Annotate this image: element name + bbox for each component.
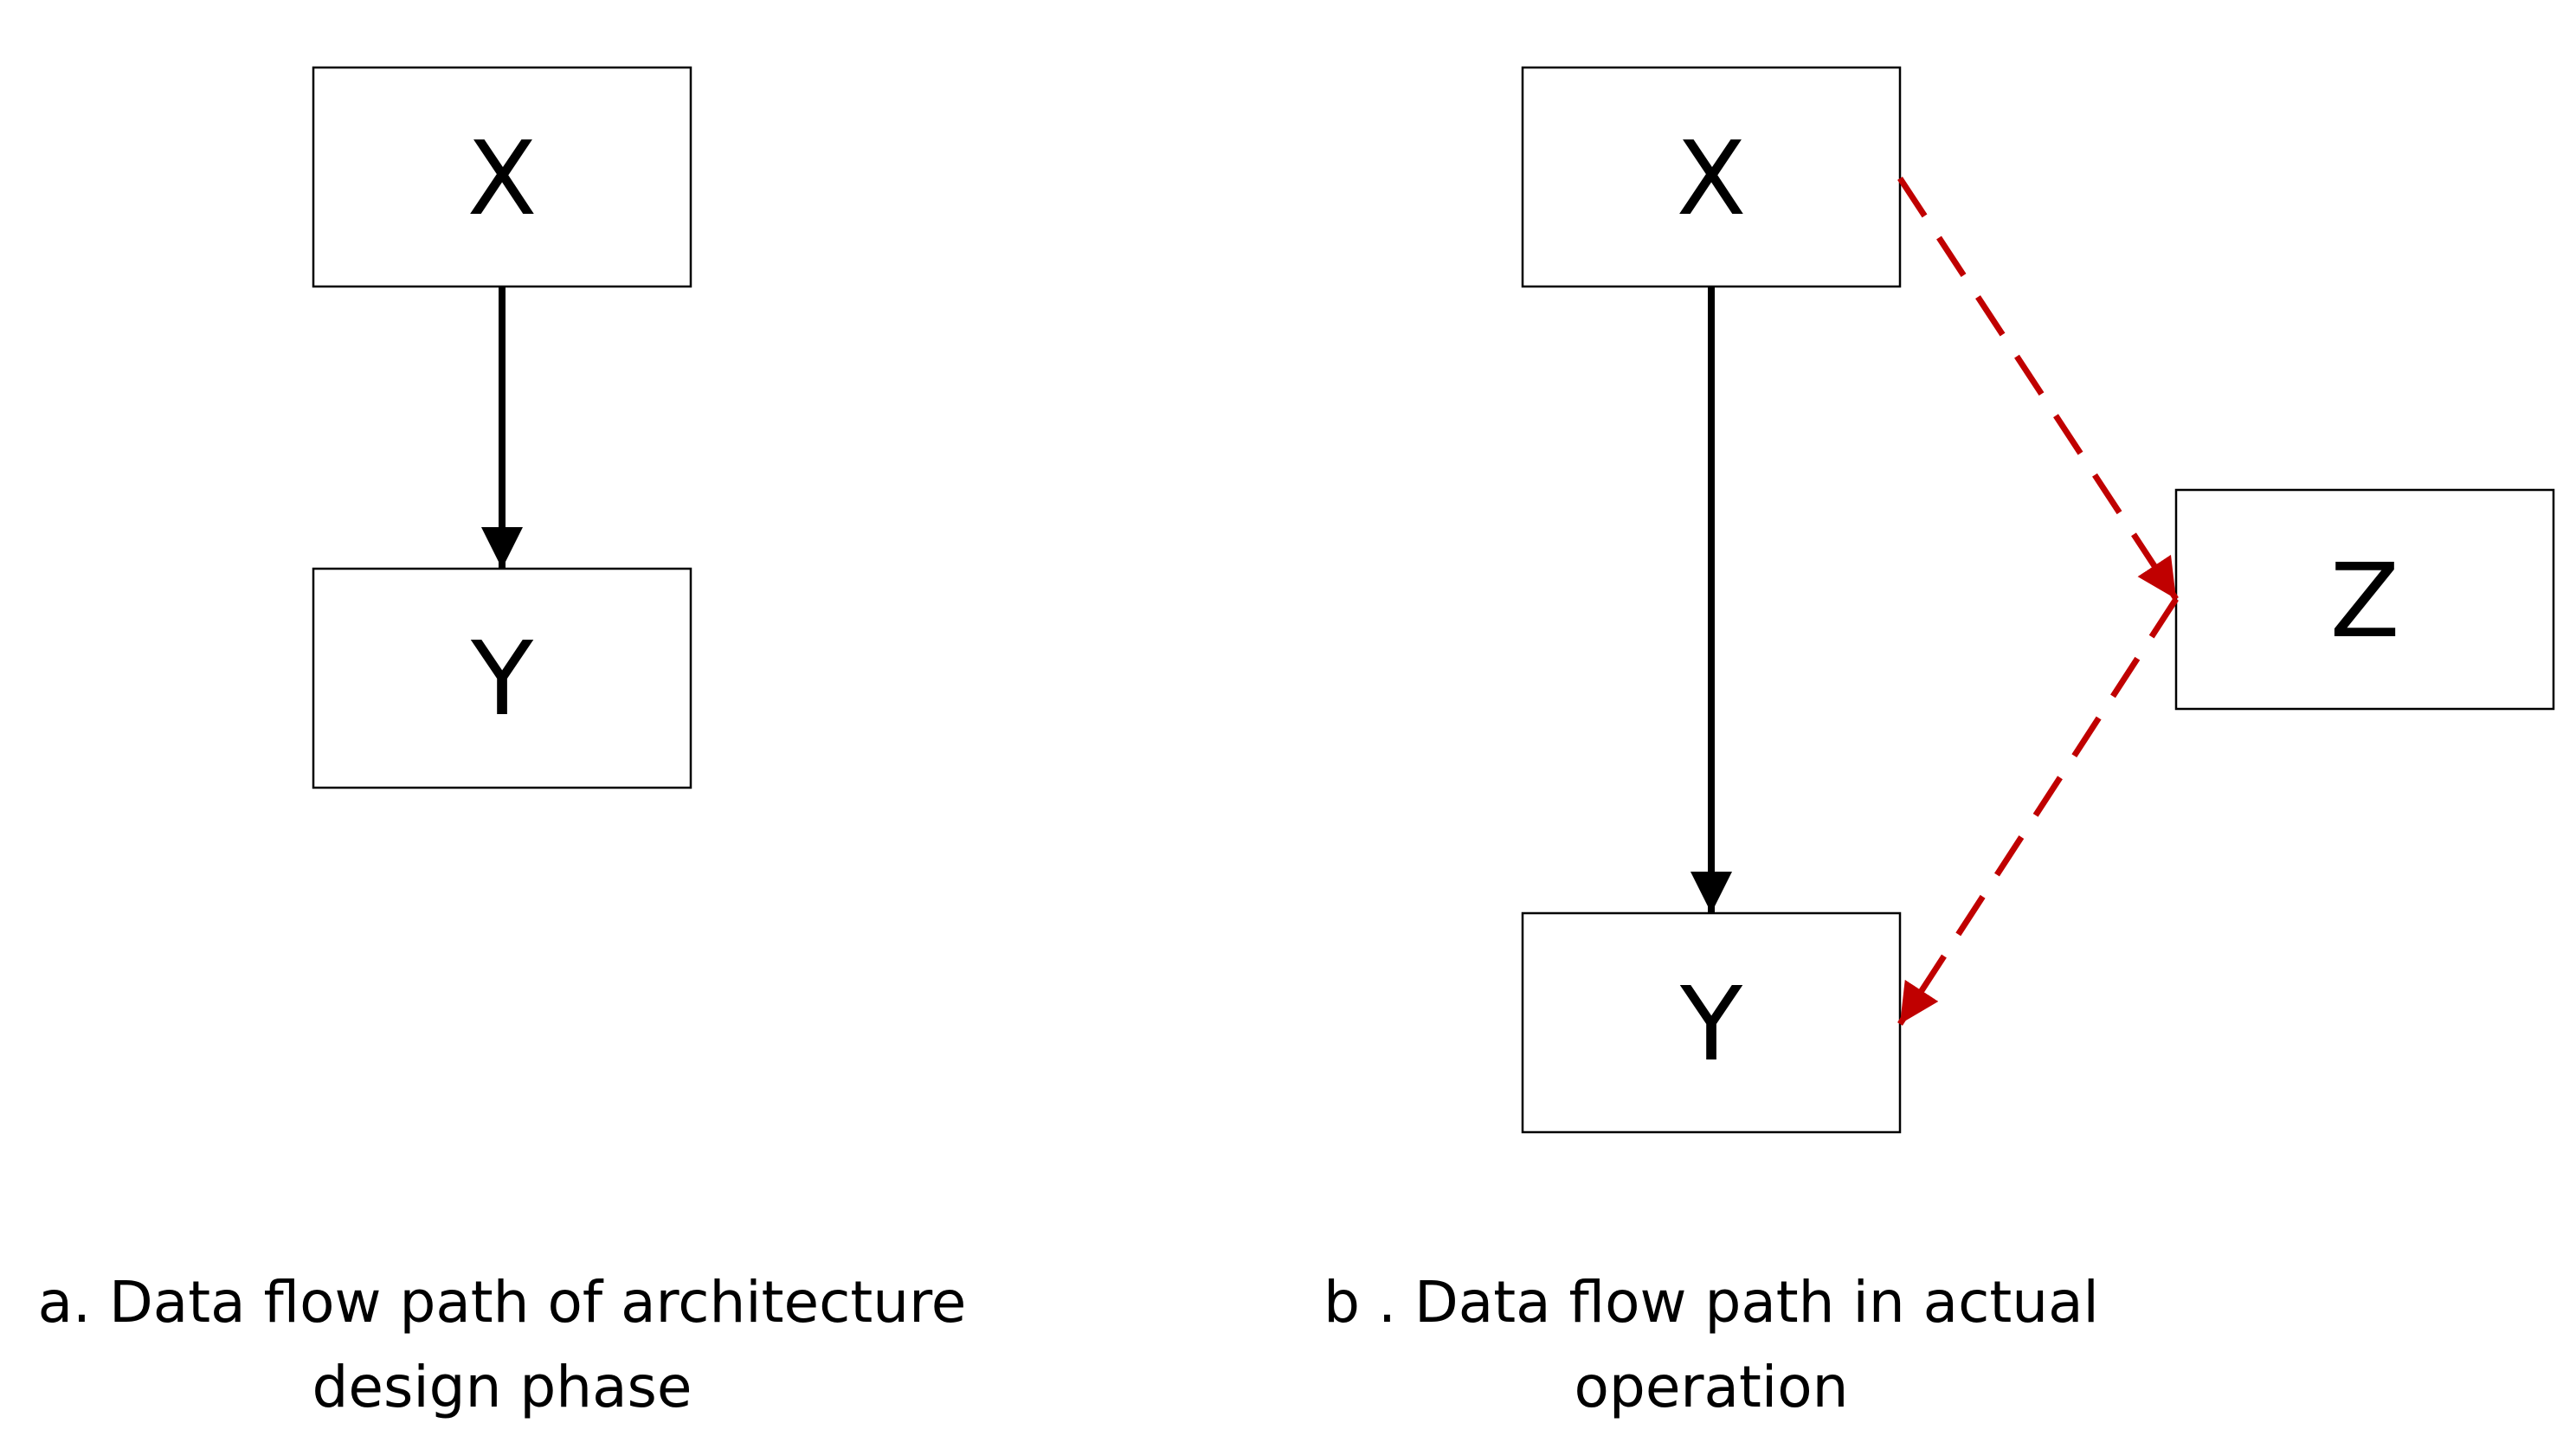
node-x-a-label: X bbox=[467, 119, 538, 238]
caption-b-line1: b . Data flow path in actual bbox=[1323, 1269, 2099, 1336]
node-z-b: Z bbox=[2174, 488, 2555, 711]
edge-z-to-y-dashed bbox=[1897, 597, 2179, 1026]
caption-a-line2: design phase bbox=[312, 1354, 692, 1420]
node-z-b-label: Z bbox=[2330, 541, 2400, 660]
caption-a-line1: a. Data flow path of architecture bbox=[37, 1269, 967, 1336]
panel-a: X Y bbox=[312, 66, 692, 789]
node-y-b-label: Y bbox=[1679, 964, 1743, 1084]
caption-b: b . Data flow path in actual operation bbox=[1192, 1260, 2231, 1430]
node-y-b: Y bbox=[1521, 911, 1902, 1134]
edge-x-to-z-dashed bbox=[1897, 177, 2179, 601]
panel-b: X Z Y bbox=[1521, 66, 2555, 1134]
caption-b-line2: operation bbox=[1574, 1354, 1849, 1420]
node-y-a: Y bbox=[312, 567, 692, 789]
caption-a: a. Data flow path of architecture design… bbox=[0, 1260, 1021, 1430]
node-y-a-label: Y bbox=[470, 619, 534, 738]
node-x-b: X bbox=[1521, 66, 1902, 288]
node-x-b-label: X bbox=[1677, 119, 1747, 238]
node-x-a: X bbox=[312, 66, 692, 288]
